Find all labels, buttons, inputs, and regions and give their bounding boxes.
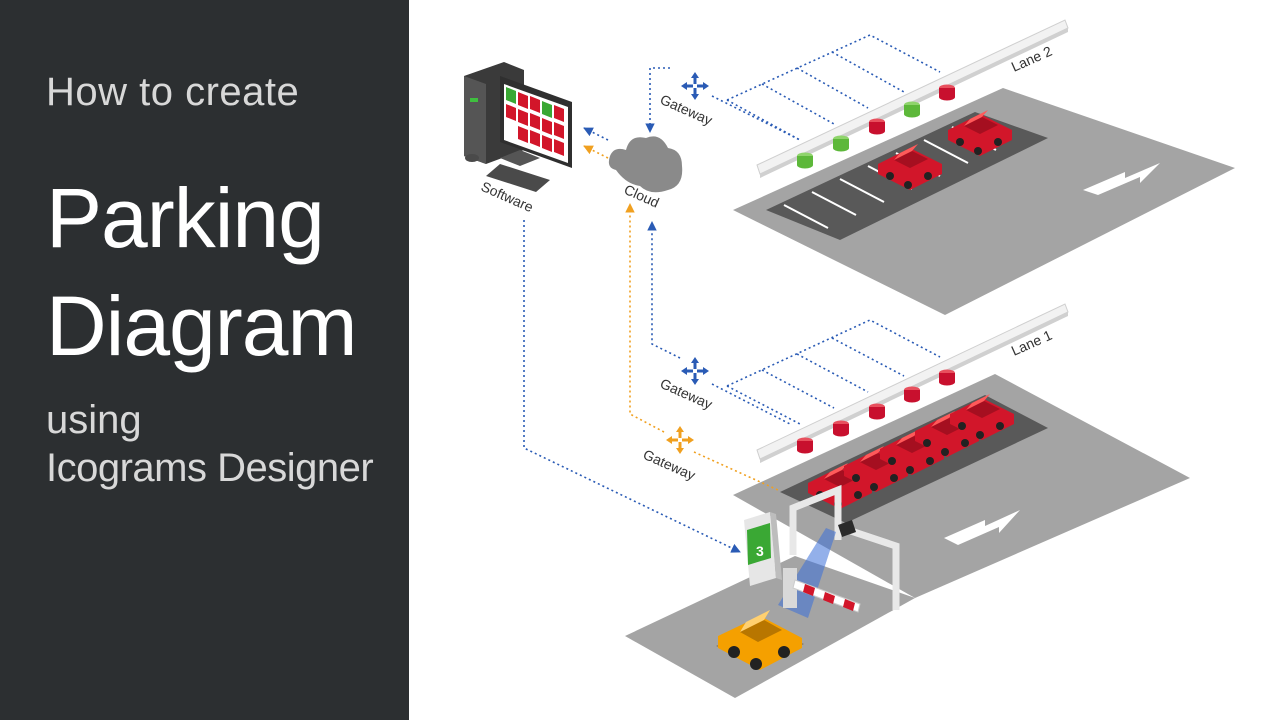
label-gateway-entry: Gateway: [641, 446, 698, 483]
title-diagram: Diagram: [46, 279, 357, 373]
boom-barrier: [783, 568, 861, 613]
subtitle-using: using: [46, 398, 142, 442]
link-gateway-mid-cloud: [647, 221, 681, 359]
gateway-top-icon: [681, 72, 709, 100]
link-gateway-top-lane2: [711, 95, 801, 141]
label-gateway-top: Gateway: [658, 91, 715, 128]
link-gateway-mid-lane1: [711, 383, 791, 425]
software-computer: [464, 62, 572, 192]
parking-kiosk: 3: [744, 512, 782, 586]
kiosk-number: 3: [756, 543, 764, 559]
parking-diagram: 3: [464, 19, 1235, 698]
subtitle-how-to: How to create: [46, 70, 300, 114]
link-gateway-entry-cloud: [625, 203, 665, 433]
link-cloud-software-orange: [583, 145, 609, 159]
gateway-mid-icon: [681, 357, 709, 385]
entering-car: [716, 610, 804, 670]
entrance-gate-frame: [789, 484, 900, 610]
title-parking: Parking: [46, 171, 325, 265]
subtitle-tool-name: Icograms Designer: [46, 446, 374, 490]
cloud-icon: [608, 136, 683, 193]
gateway-entry-icon: [666, 426, 694, 454]
link-gateway-entry-camera: [693, 451, 779, 491]
lower-spot-outline: [726, 319, 941, 425]
label-gateway-mid: Gateway: [658, 375, 715, 412]
link-gateway-top-cloud: [645, 67, 670, 133]
link-cloud-software-blue: [583, 127, 609, 141]
upper-spot-outline: [726, 34, 941, 141]
title-panel: How to create Parking Diagram using Icog…: [0, 0, 409, 720]
link-software-kiosk: [523, 220, 741, 553]
